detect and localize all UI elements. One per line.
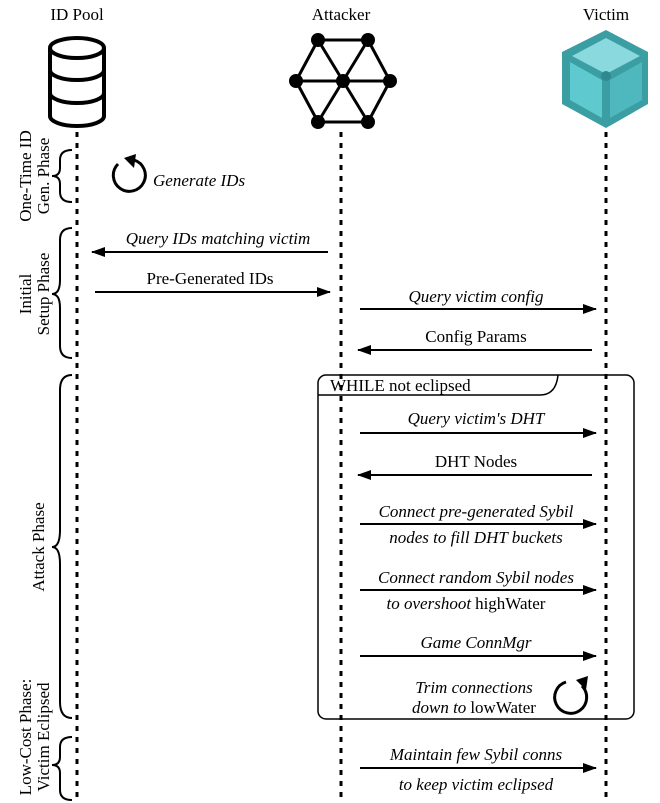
svg-text:Initial: Initial <box>16 273 35 314</box>
svg-text:One-Time ID: One-Time ID <box>16 130 35 221</box>
svg-text:Gen. Phase: Gen. Phase <box>34 138 53 214</box>
cube-icon <box>562 30 648 128</box>
circular-arrow-icon <box>111 154 147 193</box>
actor-label-id-pool: ID Pool <box>50 5 104 24</box>
message-pre-generated-ids: Pre-Generated IDs <box>147 269 274 288</box>
network-graph-icon <box>289 33 397 129</box>
message-dht-nodes: DHT Nodes <box>435 452 517 471</box>
brace-id-gen <box>51 149 73 203</box>
phase-label-id-gen: One-Time ID Gen. Phase <box>16 130 53 221</box>
brace-setup <box>51 227 73 359</box>
circular-arrow-icon <box>553 676 589 715</box>
loop-frame-tab <box>318 374 559 396</box>
message-maintain-line1: Maintain few Sybil conns <box>389 745 563 764</box>
message-query-config: Query victim config <box>408 287 543 306</box>
svg-text:Attack Phase: Attack Phase <box>29 502 48 591</box>
loop-frame <box>317 374 635 720</box>
brace-attack <box>51 374 73 719</box>
loop-label: WHILE not eclipsed <box>330 376 471 395</box>
actor-label-victim: Victim <box>583 5 629 24</box>
svg-text:Setup Phase: Setup Phase <box>34 253 53 336</box>
message-game-connmgr: Game ConnMgr <box>421 633 532 652</box>
svg-text:Low-Cost Phase:: Low-Cost Phase: <box>16 679 35 796</box>
message-query-ids: Query IDs matching victim <box>126 229 311 248</box>
brace-low-cost <box>51 736 73 801</box>
message-generate-ids: Generate IDs <box>153 171 245 190</box>
phase-label-attack: Attack Phase <box>29 502 48 591</box>
message-maintain-line2: to keep victim eclipsed <box>399 775 554 794</box>
message-connect-random-line1: Connect random Sybil nodes <box>378 568 574 587</box>
phase-label-low-cost: Low-Cost Phase: Victim Eclipsed <box>16 679 53 796</box>
message-trim-line1: Trim connections <box>415 678 533 697</box>
phase-label-setup: Initial Setup Phase <box>16 253 53 336</box>
message-connect-pre-line1: Connect pre-generated Sybil <box>379 502 574 521</box>
message-connect-pre-line2: nodes to fill DHT buckets <box>389 528 563 547</box>
svg-text:Victim Eclipsed: Victim Eclipsed <box>34 682 53 791</box>
message-config-params: Config Params <box>425 327 527 346</box>
actor-label-attacker: Attacker <box>312 5 371 24</box>
database-icon <box>48 36 106 128</box>
message-query-dht: Query victim's DHT <box>408 409 546 428</box>
